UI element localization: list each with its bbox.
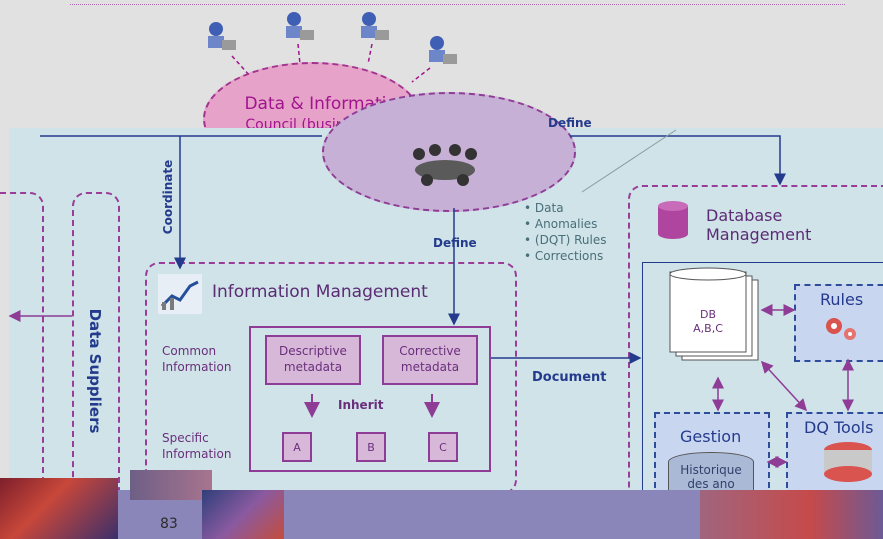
- corrective-metadata-box: Corrective metadata: [382, 335, 478, 385]
- db-line-2: A,B,C: [693, 322, 723, 335]
- chart-trend-icon: [158, 274, 202, 314]
- bullet-item: • Data: [524, 201, 564, 215]
- specific-line-2: Information: [162, 447, 232, 461]
- gears-icon: [822, 312, 860, 344]
- information-management-title: Information Management: [212, 282, 428, 302]
- page-number: 83: [160, 516, 178, 532]
- user-icon-4: [423, 34, 459, 70]
- descriptive-metadata-box: Descriptive metadata: [265, 335, 361, 385]
- inherit-label: Inherit: [338, 398, 384, 412]
- dq-tools-label: DQ Tools: [804, 418, 874, 437]
- descriptive-line-1: Descriptive: [279, 344, 347, 358]
- footer-image-corner: [700, 490, 883, 539]
- historique-line-2: des ano: [687, 477, 735, 491]
- specific-information-label: Specific Information: [162, 430, 231, 462]
- user-icon-1: [202, 20, 238, 56]
- db-line-1: DB: [699, 308, 717, 321]
- bullet-item: • (DQT) Rules: [524, 233, 607, 247]
- descriptive-line-2: metadata: [283, 360, 343, 374]
- bullet-item: • Anomalies: [524, 217, 598, 231]
- footer-image-mid: [130, 470, 212, 500]
- database-icon: [656, 200, 692, 240]
- item-b: B: [356, 432, 386, 462]
- specific-line-1: Specific: [162, 431, 209, 445]
- database-management-title: Database Management: [706, 206, 811, 244]
- db-title-line-1: Database: [706, 206, 783, 225]
- footer-image-left: [0, 478, 118, 539]
- rules-label: Rules: [820, 290, 864, 309]
- council-meeting-ellipse: [322, 92, 576, 212]
- historique-line-1: Historique: [680, 463, 742, 477]
- top-divider: [70, 4, 845, 5]
- db-cylinder: [666, 266, 762, 376]
- common-line-1: Common: [162, 344, 217, 358]
- document-label: Document: [532, 370, 607, 385]
- dq-tools-icon: [820, 440, 876, 484]
- footer-image-right: [202, 490, 284, 539]
- gestion-label: Gestion: [680, 427, 742, 446]
- metadata-frame: [249, 326, 491, 472]
- bullet-list: • Data • Anomalies • (DQT) Rules • Corre…: [524, 200, 606, 264]
- common-line-2: Information: [162, 360, 232, 374]
- corrective-line-2: metadata: [400, 360, 460, 374]
- corrective-line-1: Corrective: [399, 344, 461, 358]
- define-top-label: Define: [548, 116, 592, 130]
- meeting-icon: [405, 140, 485, 190]
- db-title-line-2: Management: [706, 225, 812, 244]
- item-c: C: [428, 432, 458, 462]
- historique-label: Historique des ano: [670, 463, 752, 491]
- user-icon-2: [280, 10, 316, 46]
- item-a: A: [282, 432, 312, 462]
- bullet-item: • Corrections: [524, 249, 604, 263]
- common-information-label: Common Information: [162, 343, 231, 375]
- db-label: DB A,B,C: [676, 308, 740, 336]
- define-mid-label: Define: [433, 236, 477, 250]
- user-icon-3: [355, 10, 391, 46]
